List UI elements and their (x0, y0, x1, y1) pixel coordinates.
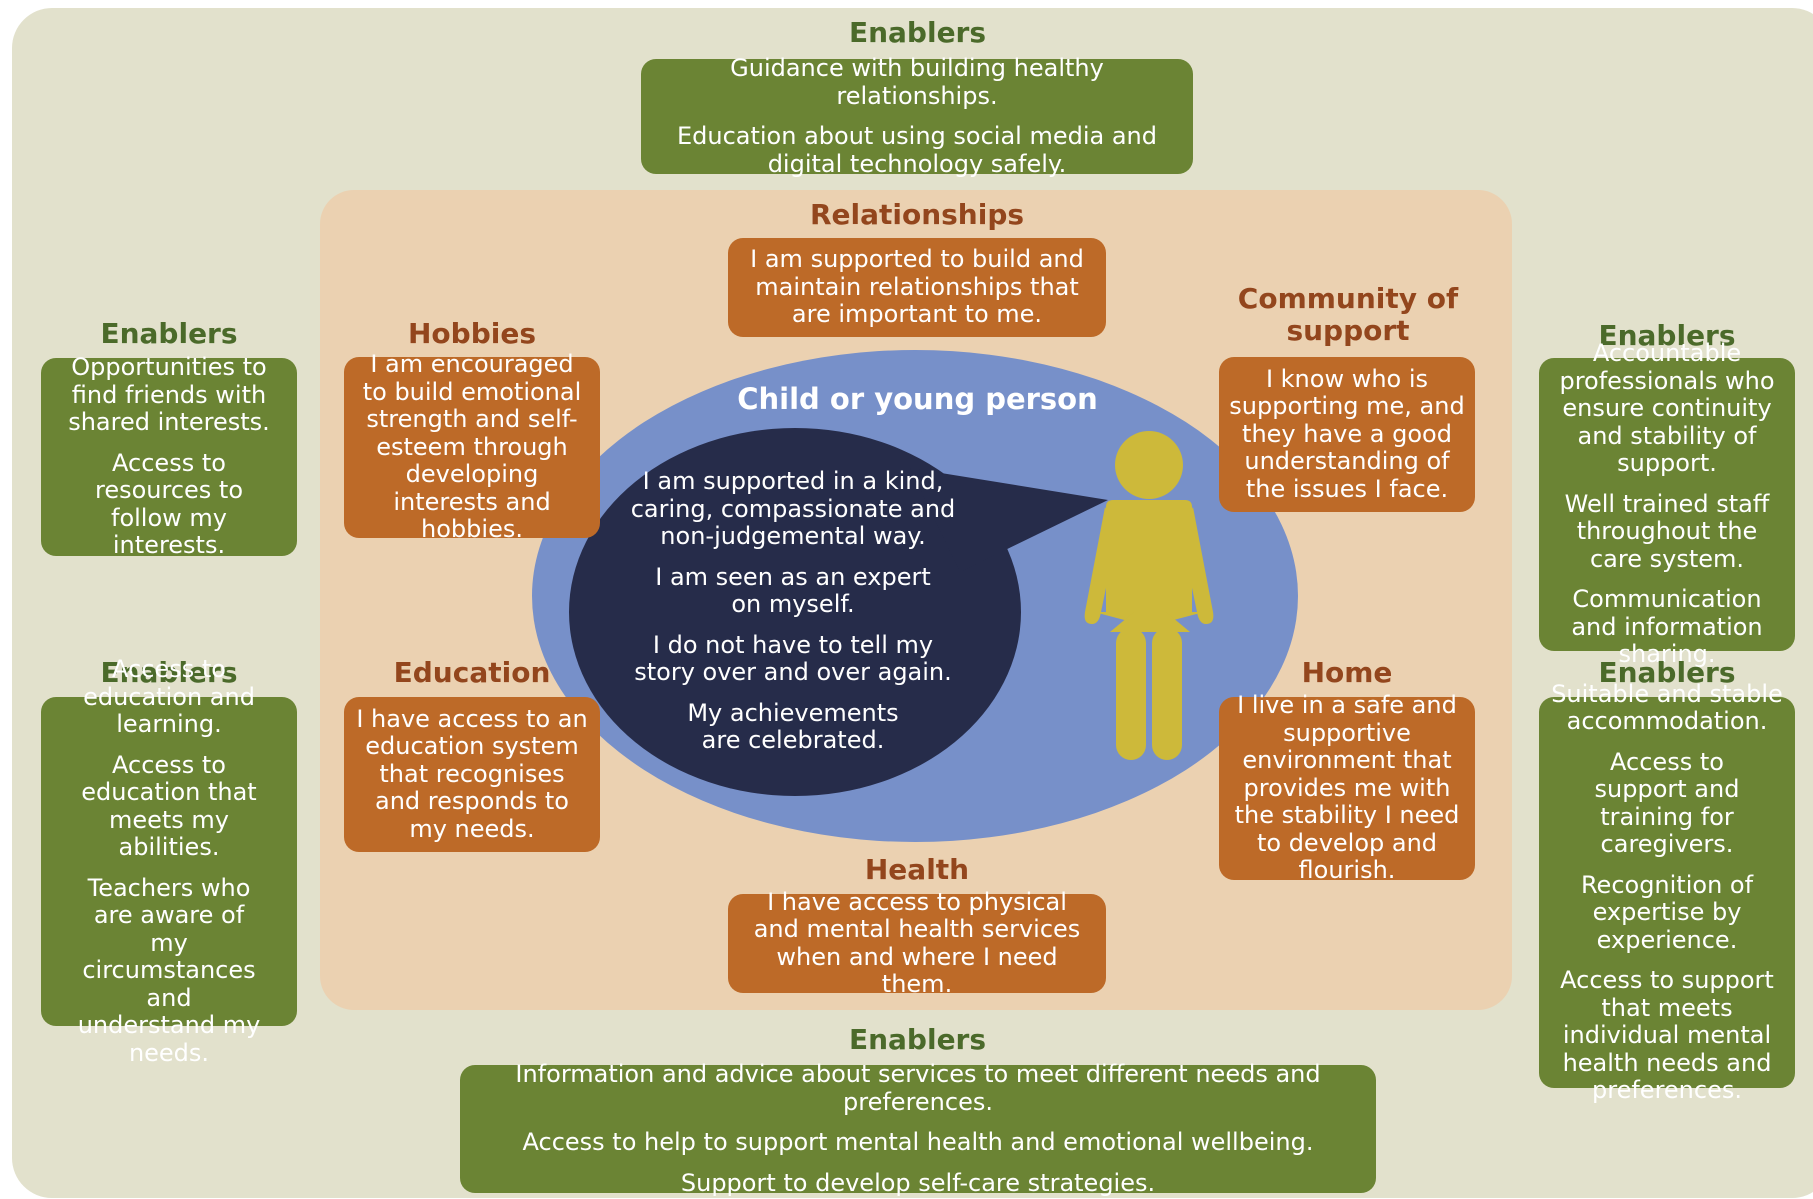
top-enablers-heading: Enablers (848, 16, 987, 49)
child-statement: I am seen as an expert on myself. (655, 562, 931, 618)
hobbies-heading: Hobbies (407, 317, 536, 350)
left-upper-enablers-heading: Enablers (100, 317, 238, 350)
right-lower-enabler-item: Access to support that meets individual … (1560, 966, 1774, 1104)
top-enablers-box: Guidance with building healthy relations… (641, 54, 1193, 177)
community-heading: Community of support (1237, 282, 1459, 347)
bottom-enablers-box: Information and advice about services to… (460, 1060, 1376, 1196)
child-statement: I do not have to tell my story over and … (634, 630, 952, 686)
right-lower-enablers-heading: Enablers (1598, 656, 1736, 689)
bottom-enabler-item: Information and advice about services to… (515, 1060, 1321, 1116)
home-box: I live in a safe and supportive environm… (1219, 692, 1475, 884)
right-upper-enabler-item: Accountable professionals who ensure con… (1559, 339, 1775, 478)
community-text: I know who is supporting me, and they ha… (1229, 364, 1465, 503)
relationships-heading: Relationships (809, 198, 1025, 231)
left-upper-enabler-item: Opportunities to find friends with share… (68, 353, 270, 437)
relationships-box: I am supported to build and maintain rel… (728, 238, 1106, 337)
child-title: Child or young person (737, 382, 1098, 416)
right-upper-enabler-item: Well trained staff throughout the care s… (1564, 489, 1770, 573)
bottom-enabler-item: Access to help to support mental health … (522, 1128, 1314, 1156)
health-text: I have access to physical and mental hea… (753, 887, 1081, 998)
child-statements: I am supported in a kind, caring, compas… (612, 467, 974, 755)
education-text: I have access to an education system tha… (356, 704, 588, 843)
child-statement: My achievements are celebrated. (687, 698, 899, 754)
right-upper-enabler-item: Communication and information sharing. (1571, 585, 1763, 669)
health-box: I have access to physical and mental hea… (728, 888, 1106, 998)
right-lower-enabler-item: Suitable and stable accommodation. (1551, 679, 1783, 735)
hobbies-text: I am encouraged to build emotional stren… (362, 350, 582, 544)
top-enabler-item: Guidance with building healthy relations… (730, 54, 1104, 110)
bottom-enablers-heading: Enablers (848, 1023, 987, 1056)
home-heading: Home (1301, 656, 1393, 689)
right-lower-enabler-item: Access to support and training for careg… (1594, 747, 1740, 858)
relationships-text: I am supported to build and maintain rel… (750, 245, 1084, 329)
left-upper-enabler-item: Access to resources to follow my interes… (94, 448, 244, 560)
education-heading: Education (393, 656, 551, 689)
right-upper-enablers-box: Accountable professionals who ensure con… (1539, 340, 1795, 668)
left-lower-enablers-heading: Enablers (100, 656, 238, 689)
right-upper-enablers-heading: Enablers (1598, 319, 1736, 352)
community-box: I know who is supporting me, and they ha… (1219, 357, 1475, 512)
hobbies-box: I am encouraged to build emotional stren… (344, 351, 600, 543)
left-lower-enabler-item: Teachers who are aware of my circumstanc… (77, 873, 261, 1067)
left-lower-enabler-item: Access to education and learning. (83, 655, 255, 738)
right-lower-enablers-box: Suitable and stable accommodation. Acces… (1539, 680, 1795, 1104)
top-enabler-item: Education about using social media and d… (676, 122, 1158, 178)
health-heading: Health (864, 853, 970, 886)
left-lower-enabler-item: Access to education that meets my abilit… (81, 750, 257, 861)
bottom-enabler-item: Support to develop self-care strategies. (680, 1168, 1156, 1197)
right-lower-enabler-item: Recognition of expertise by experience. (1580, 870, 1754, 954)
education-box: I have access to an education system tha… (344, 697, 600, 852)
left-upper-enablers-box: Opportunities to find friends with share… (41, 354, 297, 559)
left-lower-enablers-box: Access to education and learning. Access… (41, 655, 297, 1066)
child-statement: I am supported in a kind, caring, compas… (630, 467, 956, 550)
home-text: I live in a safe and supportive environm… (1234, 691, 1460, 885)
